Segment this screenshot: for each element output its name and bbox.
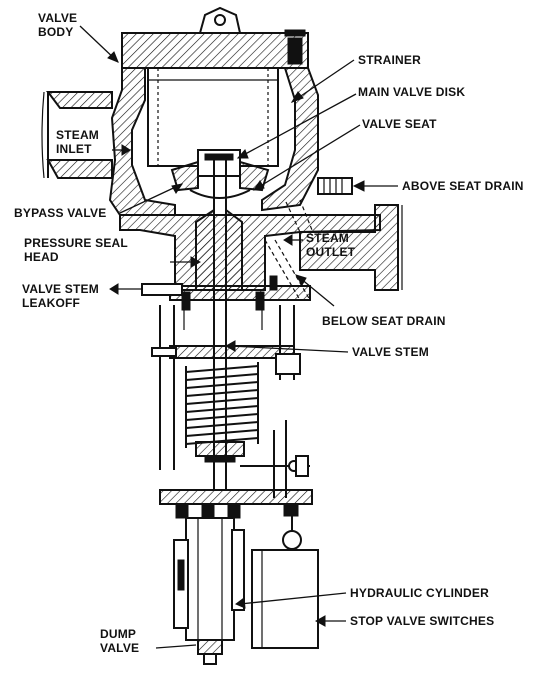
linkage: [195, 420, 310, 498]
label-dump-valve-line2: VALVE: [100, 641, 139, 655]
valve-body-casing: [41, 6, 319, 216]
label-valve-body-line1: VALVE: [38, 11, 77, 25]
label-steam-outlet-line1: STEAM: [306, 231, 349, 245]
label-valve-body-line2: BODY: [38, 25, 73, 39]
label-steam-inlet-line2: INLET: [56, 142, 92, 156]
label-main-valve-disk: MAIN VALVE DISK: [358, 85, 465, 99]
label-hydraulic-cylinder: HYDRAULIC CYLINDER: [350, 586, 489, 600]
above-seat-drain-fitting: [317, 177, 353, 195]
lower-body: [119, 199, 403, 311]
stop-valve-switches: [251, 516, 319, 649]
yoke: [151, 305, 301, 470]
label-pressure-seal-head-line2: HEAD: [24, 250, 59, 264]
actuator-plate: [159, 489, 313, 519]
label-below-seat-drain: BELOW SEAT DRAIN: [322, 314, 446, 328]
label-strainer: STRAINER: [358, 53, 421, 67]
label-steam-inlet-line1: STEAM: [56, 128, 99, 142]
leader-lines: [79, 25, 398, 649]
dump-valve: [197, 639, 223, 665]
label-valve-stem-leakoff-line1: VALVE STEM: [22, 282, 99, 296]
spring: [185, 362, 259, 448]
label-valve-stem-leakoff-line2: LEAKOFF: [22, 296, 80, 310]
label-valve-seat: VALVE SEAT: [362, 117, 437, 131]
valve-stem-leakoff-pipe: [141, 283, 183, 296]
label-pressure-seal-head-line1: PRESSURE SEAL: [24, 236, 128, 250]
label-valve-stem: VALVE STEM: [352, 345, 429, 359]
labels: VALVE BODY STRAINER MAIN VALVE DISK VALV…: [14, 11, 524, 655]
valve-stem: [213, 160, 227, 490]
label-steam-outlet-line2: OUTLET: [306, 245, 356, 259]
label-bypass-valve: BYPASS VALVE: [14, 206, 106, 220]
label-dump-valve-line1: DUMP: [100, 627, 136, 641]
main-valve-disk: [170, 149, 270, 192]
valve-seat: [189, 189, 251, 199]
label-stop-valve-switches: STOP VALVE SWITCHES: [350, 614, 494, 628]
label-above-seat-drain: ABOVE SEAT DRAIN: [402, 179, 524, 193]
hydraulic-cylinder: [173, 517, 245, 641]
